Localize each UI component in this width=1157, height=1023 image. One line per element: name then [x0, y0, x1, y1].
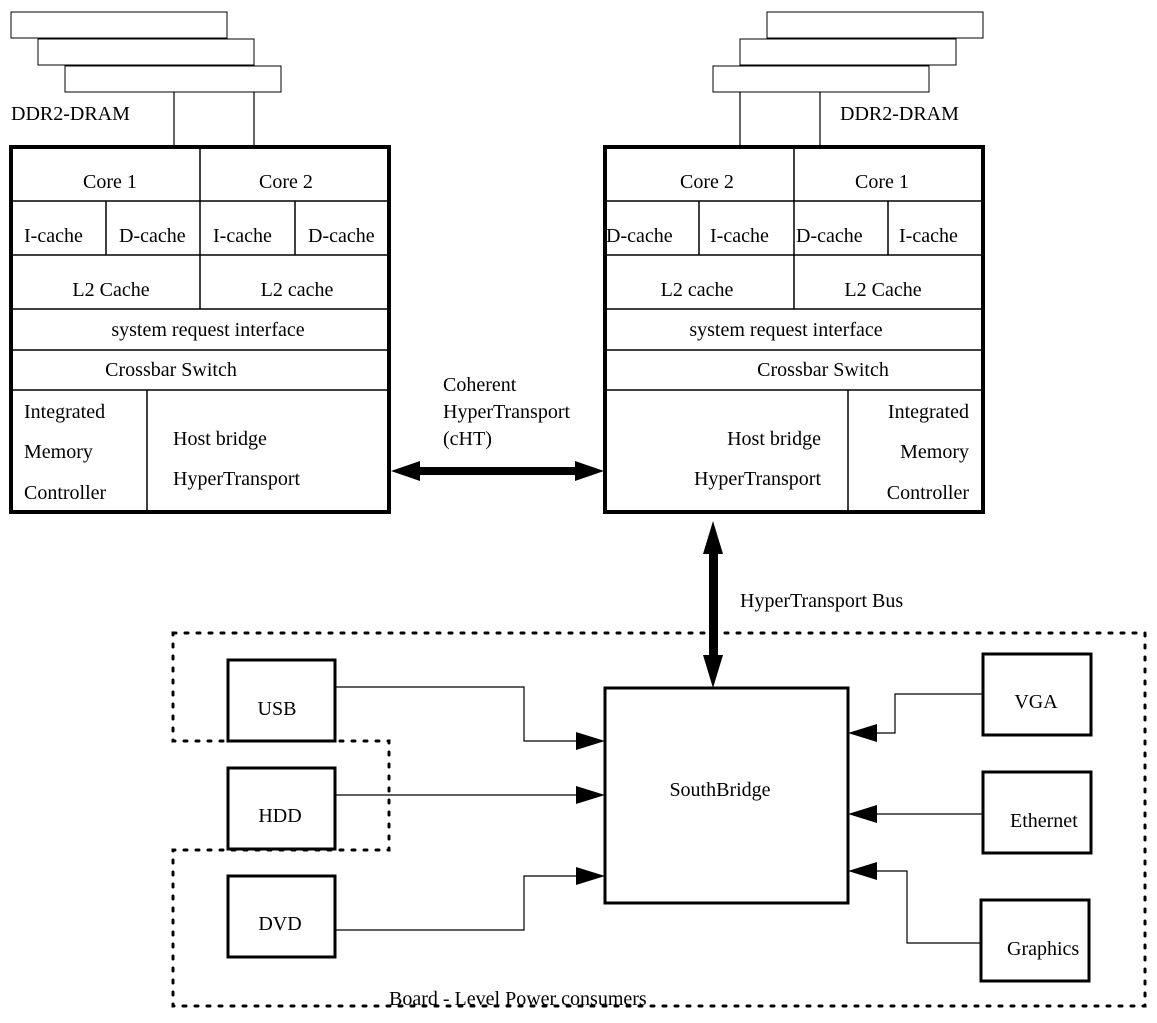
- right-dram-module: [739, 38, 957, 66]
- right-icache-1-label: I-cache: [710, 225, 769, 247]
- vga-arrowhead: [848, 724, 877, 742]
- cht-link-arrow: [391, 461, 604, 481]
- usb-label: USB: [258, 698, 297, 720]
- right-cpu: Core 2 Core 1 D-cache I-cache D-cache I-…: [603, 145, 985, 514]
- right-l2-a-label: L2 cache: [661, 279, 734, 301]
- right-dram-label: DDR2-DRAM: [840, 103, 959, 125]
- left-dcache-2-label: D-cache: [308, 225, 375, 247]
- graphics-connector: [874, 870, 981, 944]
- vga-connector: [874, 693, 983, 734]
- vga-box: [981, 652, 1093, 737]
- right-sri-label: system request interface: [689, 319, 882, 341]
- right-core-1-label: Core 1: [855, 171, 909, 193]
- graphics-label: Graphics: [1007, 938, 1079, 960]
- left-core-2-label: Core 2: [259, 171, 313, 193]
- left-icache-2-label: I-cache: [213, 225, 272, 247]
- hdd-box: [226, 766, 337, 851]
- left-l2-a-label: L2 Cache: [72, 279, 149, 301]
- dvd-box: [226, 874, 337, 959]
- dvd-connector: [335, 875, 580, 931]
- left-imc-line2: Memory: [24, 441, 93, 463]
- usb-arrowhead: [576, 732, 605, 750]
- right-dram-modules: [712, 11, 984, 93]
- right-imc-line2: Memory: [900, 441, 969, 463]
- right-dram-module: [766, 11, 984, 39]
- cht-label-line3: (cHT): [443, 428, 492, 450]
- right-dcache-1-label: D-cache: [606, 225, 673, 247]
- right-l2-b-label: L2 Cache: [844, 279, 921, 301]
- left-dcache-1-label: D-cache: [119, 225, 186, 247]
- graphics-box: [979, 898, 1091, 983]
- cht-label-line1: Coherent: [443, 374, 517, 396]
- left-host-bridge-line1: Host bridge: [173, 428, 267, 450]
- usb-box: [226, 658, 337, 743]
- ht-bus-arrow: [703, 521, 723, 688]
- graphics-arrowhead: [848, 862, 877, 880]
- dvd-arrowhead: [576, 867, 605, 885]
- board-region-label: Board - Level Power consumers: [389, 988, 647, 1010]
- ethernet-box: [981, 770, 1093, 855]
- vga-label: VGA: [1014, 691, 1058, 713]
- dvd-label: DVD: [258, 913, 301, 935]
- left-dram-label: DDR2-DRAM: [11, 103, 130, 125]
- right-icache-2-label: I-cache: [899, 225, 958, 247]
- left-dram-module: [37, 38, 255, 66]
- left-host-bridge-line2: HyperTransport: [173, 468, 300, 490]
- southbridge-label: SouthBridge: [669, 779, 770, 801]
- ht-bus-label: HyperTransport Bus: [740, 590, 903, 612]
- right-imc-line1: Integrated: [888, 401, 969, 423]
- left-dram-module: [64, 65, 282, 93]
- left-sri-label: system request interface: [111, 319, 304, 341]
- right-dcache-2-label: D-cache: [796, 225, 863, 247]
- left-imc-line3: Controller: [24, 482, 107, 504]
- right-crossbar-label: Crossbar Switch: [757, 359, 889, 381]
- left-cpu: Core 1 Core 2 I-cache D-cache I-cache D-…: [9, 145, 391, 514]
- hdd-arrowhead: [576, 786, 605, 804]
- cht-label-line2: HyperTransport: [443, 401, 570, 423]
- right-host-bridge-line1: Host bridge: [727, 428, 821, 450]
- usb-connector: [335, 686, 580, 742]
- right-dram-module: [712, 65, 930, 93]
- hdd-label: HDD: [258, 805, 301, 827]
- left-icache-1-label: I-cache: [24, 225, 83, 247]
- left-l2-b-label: L2 cache: [261, 279, 334, 301]
- right-host-bridge-line2: HyperTransport: [694, 468, 821, 490]
- ethernet-label: Ethernet: [1010, 810, 1078, 832]
- southbridge-box: [603, 686, 850, 905]
- right-imc-line3: Controller: [887, 482, 970, 504]
- right-core-2-label: Core 2: [680, 171, 734, 193]
- left-dram-module: [10, 11, 228, 39]
- left-crossbar-label: Crossbar Switch: [105, 359, 237, 381]
- left-dram-modules: [10, 11, 282, 93]
- left-imc-line1: Integrated: [24, 401, 105, 423]
- left-core-1-label: Core 1: [83, 171, 137, 193]
- ethernet-arrowhead: [848, 805, 877, 823]
